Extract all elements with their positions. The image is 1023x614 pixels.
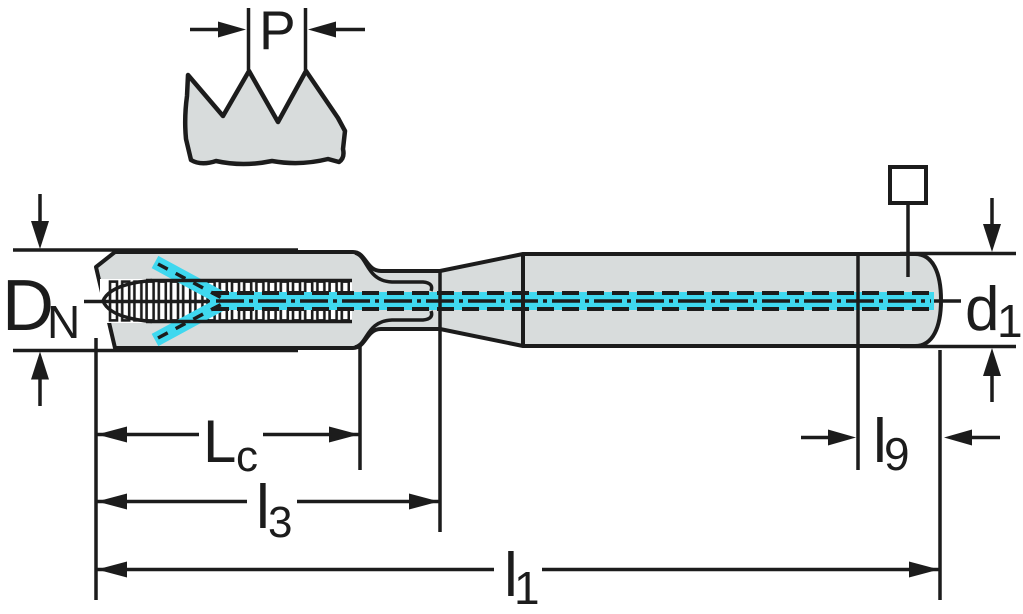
nominal-diameter-label: D (2, 266, 54, 346)
l3-arrow-left (97, 493, 127, 510)
shank-diameter-label: d (965, 275, 999, 344)
dimension-square-length: l 9 (801, 407, 1000, 480)
d1-arrow-down (983, 198, 1001, 252)
coolant-branch-lower-hidden-line (157, 302, 223, 340)
dimension-thread-length: L c (97, 408, 359, 481)
dimension-overall-length: l 1 (97, 541, 939, 614)
shank-diameter-subscript: 1 (997, 295, 1023, 347)
pitch-label: P (259, 0, 296, 61)
dimension-nominal-diameter: D N (2, 194, 298, 406)
dn-arrow-up (31, 351, 49, 406)
l1-arrow-left (97, 561, 127, 578)
thread-length-subscript: c (236, 432, 258, 481)
overall-length-label: l (504, 541, 518, 610)
lc-arrow-right (329, 426, 359, 443)
dimension-thread-neck-length: l 3 (97, 473, 439, 547)
square-length-label: l (873, 407, 887, 476)
square-drive-symbol (888, 165, 928, 277)
chamfer-lens-bottom-arc (101, 300, 153, 324)
l9-arrow-left (801, 429, 856, 446)
thread-profile-detail: P (182, 0, 365, 167)
d1-arrow-up (983, 348, 1001, 402)
flute-runout-bottom (354, 310, 434, 349)
dimension-shank-diameter: d 1 (900, 198, 1023, 402)
pitch-arrow-left (190, 21, 246, 38)
chamfer-lens-top-arc (101, 278, 153, 302)
lc-arrow-left (97, 426, 127, 443)
square-icon (888, 165, 928, 205)
l9-arrow-right (944, 429, 1000, 446)
thread-length-label: L (203, 408, 236, 475)
coolant-branch-upper-hidden-line (157, 262, 223, 300)
thread-neck-length-label: l (256, 473, 270, 542)
nominal-diameter-subscript: N (47, 296, 80, 348)
flute-runout-top (354, 251, 434, 292)
thread-profile-shape (182, 68, 348, 167)
dn-arrow-down (31, 194, 49, 249)
l1-arrow-right (909, 561, 939, 578)
thread-neck-length-subscript: 3 (268, 498, 292, 547)
l3-arrow-right (409, 493, 439, 510)
square-length-subscript: 9 (884, 428, 910, 480)
tap-body (84, 250, 943, 350)
pitch-arrow-right (308, 21, 365, 38)
overall-length-subscript: 1 (514, 562, 540, 614)
